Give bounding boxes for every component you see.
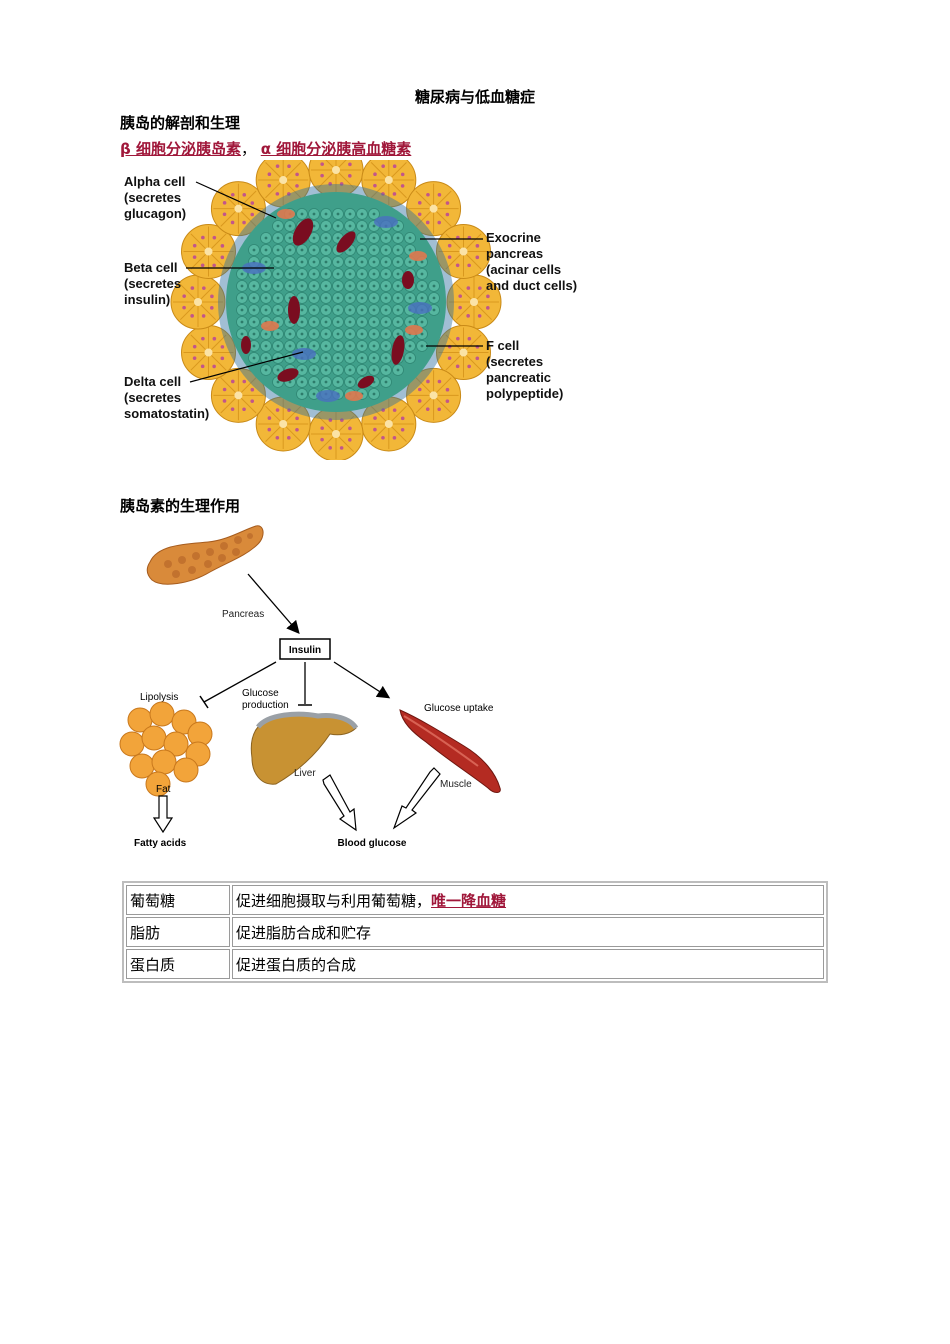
beta-cell-link[interactable]: β 细胞分泌胰岛素 [120,140,241,158]
blood-vessels [241,218,414,389]
separator: ， [240,140,256,158]
lipolysis-label: Lipolysis [140,692,178,703]
table-row: 蛋白质 促进蛋白质的合成 [126,949,824,979]
stimulate-uptake-arrow [333,661,391,699]
fat-down-arrow [152,795,174,834]
section-heading-insulin: 胰岛素的生理作用 [120,497,241,515]
pancreas-label: Pancreas [222,609,264,620]
muscle-organ [399,709,501,793]
cell-secretion-line: β 细胞分泌胰岛素， α 细胞分泌胰高血糖素 [120,138,411,159]
fatty-acids-label: Fatty acids [134,838,187,849]
document-title: 糖尿病与低血糖症 [414,88,535,106]
blood-glucose-label: Blood glucose [338,838,407,849]
pancreas-organ [146,525,264,585]
row-label: 脂肪 [126,917,230,947]
fat-cells [119,701,213,797]
insulin-box [279,638,331,660]
label-lines [186,181,483,383]
insulin-effects-table: 葡萄糖 促进细胞摄取与利用葡萄糖，唯一降血糖 脂肪 促进脂肪合成和贮存 蛋白质 … [122,881,828,983]
glucose-uptake-label: Glucose uptake [424,703,494,714]
muscle-label: Muscle [440,779,472,790]
row-text: 促进脂肪合成和贮存 [232,917,824,947]
muscle-blood-arrow [392,767,441,830]
section-heading-anatomy: 胰岛的解剖和生理 [120,114,241,132]
fat-label: Fat [156,784,171,795]
inhibit-lipolysis-line [203,661,277,703]
emphasis-text: 唯一降血糖 [431,891,507,910]
liver-organ [250,711,359,785]
alpha-cell-link[interactable]: α 细胞分泌胰高血糖素 [260,140,412,158]
table-row: 脂肪 促进脂肪合成和贮存 [126,917,824,947]
acinar-ring [170,160,502,460]
liver-label: Liver [294,768,316,779]
liver-blood-arrow [322,774,357,832]
row-text: 促进细胞摄取与利用葡萄糖，唯一降血糖 [232,885,824,915]
row-label: 蛋白质 [126,949,230,979]
insulin-label: Insulin [289,645,321,656]
row-label: 葡萄糖 [126,885,230,915]
row-text: 促进蛋白质的合成 [232,949,824,979]
table-row: 葡萄糖 促进细胞摄取与利用葡萄糖，唯一降血糖 [126,885,824,915]
